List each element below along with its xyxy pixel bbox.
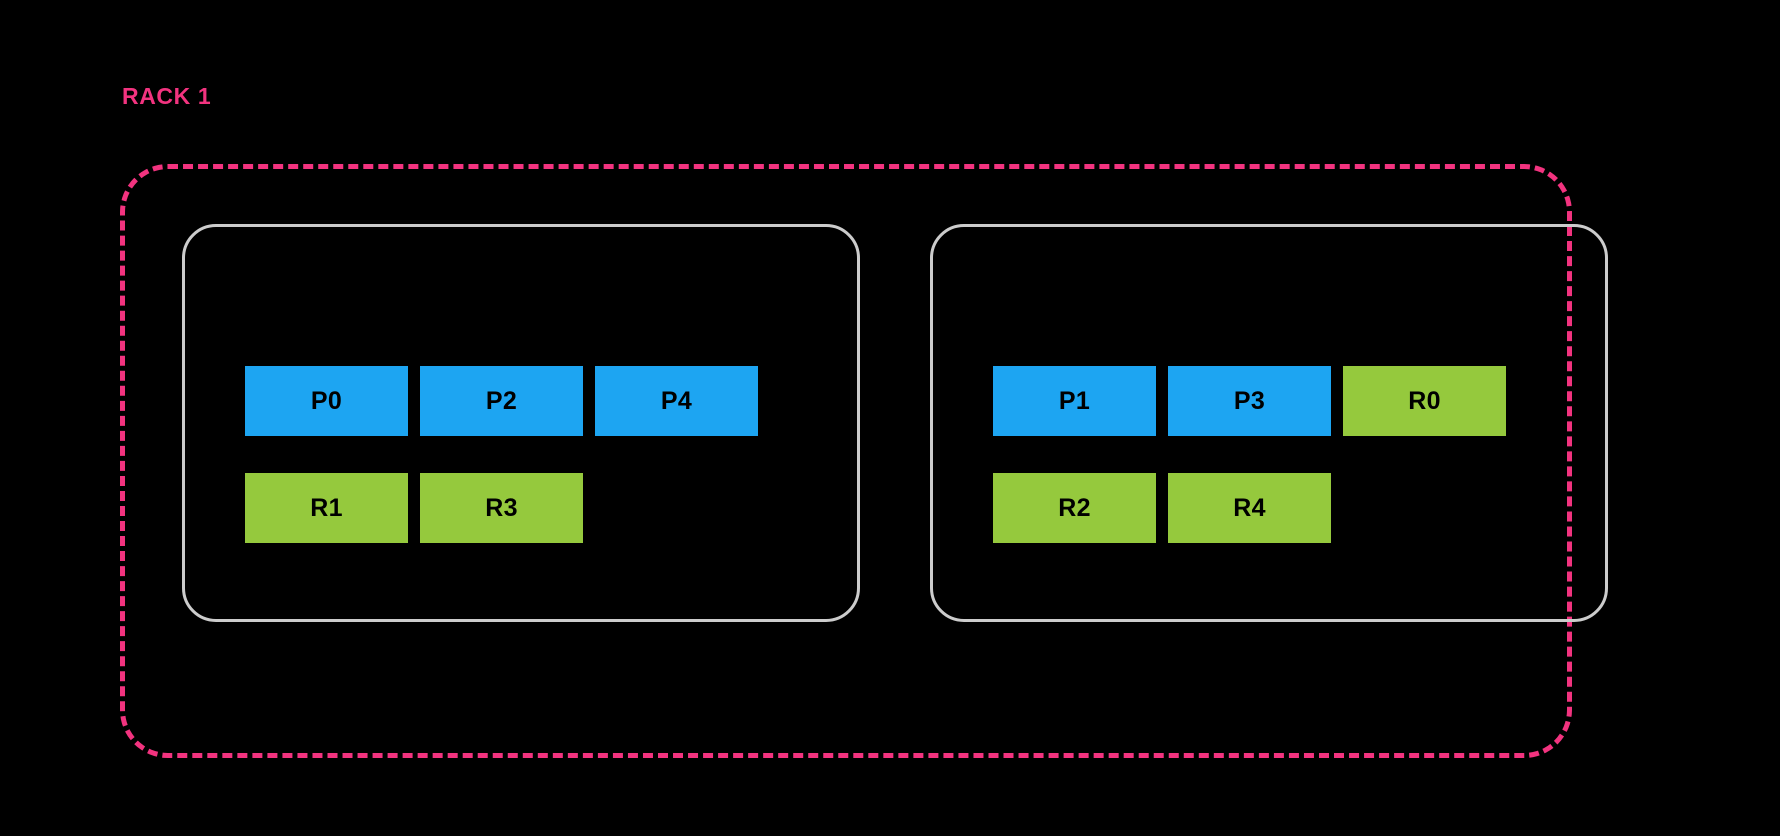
shard-p2[interactable]: P2	[420, 366, 583, 436]
shard-r4[interactable]: R4	[1168, 473, 1331, 543]
shard-p1[interactable]: P1	[993, 366, 1156, 436]
shard-p0[interactable]: P0	[245, 366, 408, 436]
node-panel-1	[930, 224, 1608, 622]
node-panel-0	[182, 224, 860, 622]
shard-p3[interactable]: P3	[1168, 366, 1331, 436]
shard-r3[interactable]: R3	[420, 473, 583, 543]
shard-p4[interactable]: P4	[595, 366, 758, 436]
shard-r0[interactable]: R0	[1343, 366, 1506, 436]
rack-boundary	[120, 164, 1572, 758]
shard-r1[interactable]: R1	[245, 473, 408, 543]
shard-r2[interactable]: R2	[993, 473, 1156, 543]
rack-label: RACK 1	[122, 83, 212, 109]
